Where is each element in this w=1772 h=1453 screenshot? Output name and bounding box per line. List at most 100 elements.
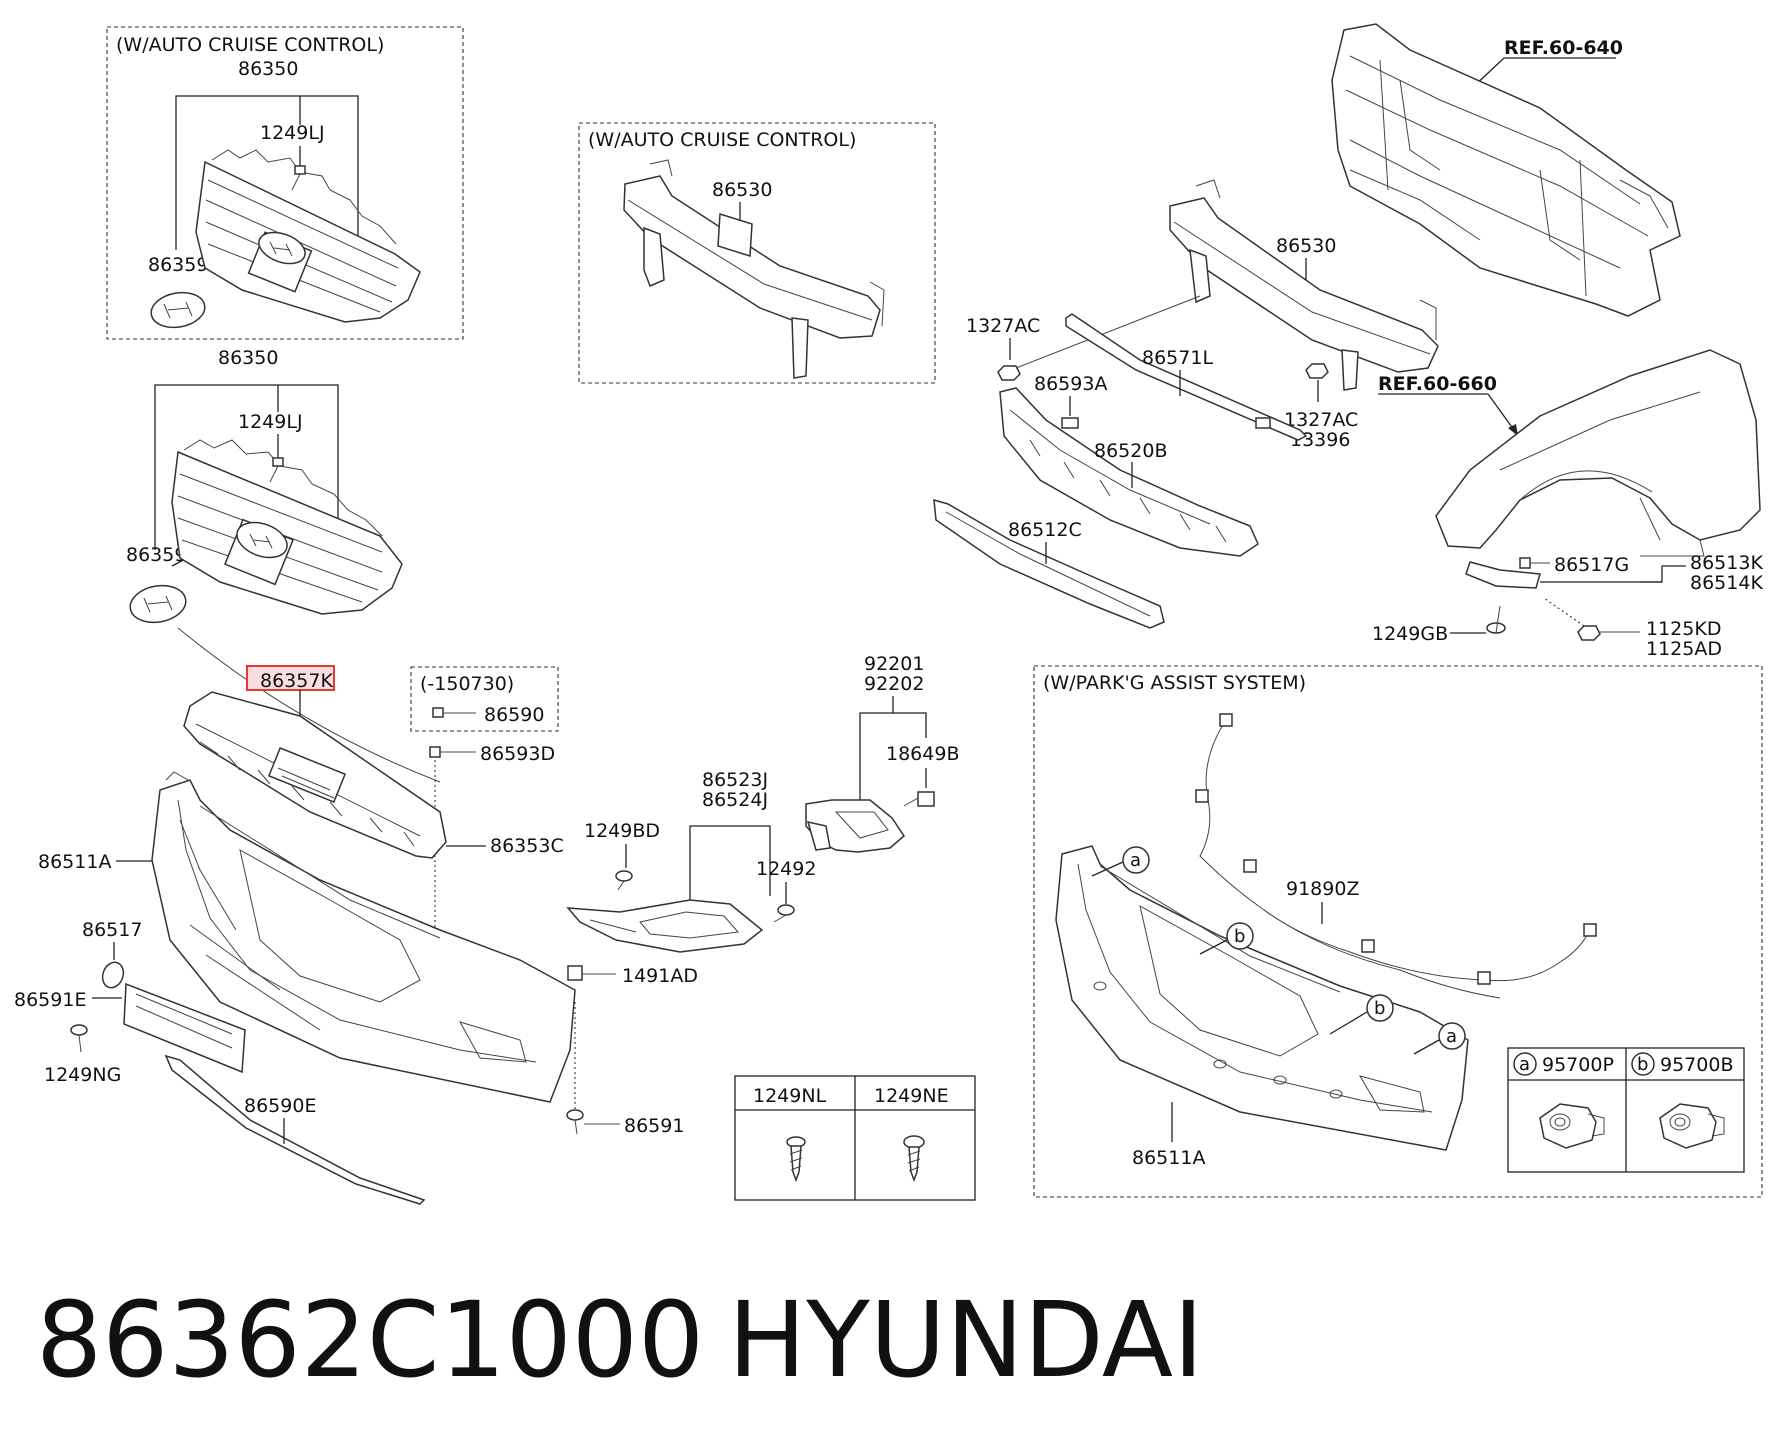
sensor-callout-a-2 xyxy=(1413,1022,1466,1055)
emblem-86359-top xyxy=(150,291,206,329)
beam-variant-box xyxy=(578,122,936,384)
radiator-grille xyxy=(171,439,403,615)
sensor-mark-a-1: a xyxy=(1130,850,1141,871)
callout-1249BD: 1249BD xyxy=(584,820,660,842)
lower-molding-86590E xyxy=(164,1054,426,1205)
callout-86517: 86517 xyxy=(82,919,142,941)
ref-60-660: REF.60-660 xyxy=(1378,373,1497,395)
emblem-86359 xyxy=(129,584,187,624)
callout-86513K: 86513K xyxy=(1690,552,1763,574)
callout-1249NG: 1249NG xyxy=(44,1064,121,1086)
fog-lamp-bezel xyxy=(566,899,764,953)
park-assist-box xyxy=(1033,665,1763,1198)
beam-strip-86571L xyxy=(1065,313,1308,441)
callout-86590: 86590 xyxy=(484,704,544,726)
clip-variant-box xyxy=(410,666,559,732)
screw-table-col-1249NL: 1249NL xyxy=(753,1085,827,1107)
callout-1491AD: 1491AD xyxy=(622,965,698,987)
callout-86530: 86530 xyxy=(1276,235,1336,257)
bolt-1249LJ xyxy=(269,457,284,483)
sensor-mark-b-1: b xyxy=(1234,926,1245,947)
ref-60-640: REF.60-640 xyxy=(1504,37,1623,59)
callout-91890Z: 91890Z xyxy=(1286,878,1359,900)
bolt-1125KD xyxy=(1543,597,1640,641)
callout-86571L: 86571L xyxy=(1142,347,1213,369)
ref-60-660-arrowhead xyxy=(1508,424,1518,436)
callout-1125KD: 1125KD xyxy=(1646,618,1721,640)
nut-1327AC-b xyxy=(1305,363,1329,379)
callout-86591: 86591 xyxy=(624,1115,684,1137)
callout-92201: 92201 xyxy=(864,653,924,675)
grille-variant-box-title: (W/AUTO CRUISE CONTROL) xyxy=(116,34,384,56)
callout-86350: 86350 xyxy=(218,347,278,369)
sensor-callout-b-1 xyxy=(1199,922,1254,955)
clip-86593A xyxy=(1061,417,1079,429)
bulb-18649B xyxy=(903,791,935,807)
callout-86517G: 86517G xyxy=(1554,554,1629,576)
energy-absorber-86520B xyxy=(999,387,1259,557)
callout-86593D: 86593D xyxy=(480,743,555,765)
fog-light-assembly xyxy=(805,799,905,853)
screw-12492 xyxy=(773,904,795,923)
sensor-table-b-circle xyxy=(1631,1052,1655,1076)
park-assist-box-title: (W/PARK'G ASSIST SYSTEM) xyxy=(1043,672,1306,694)
bolt-1249LJ-top xyxy=(291,165,306,191)
callout-86591E: 86591E xyxy=(14,989,86,1011)
sensor-callout-b-2 xyxy=(1329,994,1394,1035)
screw-table-col-1249NE: 1249NE xyxy=(874,1085,949,1107)
callout-1327AC-a: 1327AC xyxy=(966,315,1040,337)
callout-1125AD: 1125AD xyxy=(1646,638,1722,660)
grille-lower-86512C xyxy=(933,498,1165,629)
clip-1491AD xyxy=(567,965,616,981)
screw-1249NL-icon xyxy=(786,1136,806,1183)
nut-1327AC-a xyxy=(997,295,1201,381)
callout-12492: 12492 xyxy=(756,858,816,880)
callout-1249LJ: 1249LJ xyxy=(238,411,303,433)
callout-86520B: 86520B xyxy=(1094,440,1167,462)
bumper-beam xyxy=(1169,179,1439,391)
front-fender xyxy=(1435,349,1761,557)
callout-86353C: 86353C xyxy=(490,835,564,857)
bracket-86513K xyxy=(1465,561,1541,589)
parking-sensor-b-icon xyxy=(1659,1103,1725,1149)
clip-86590 xyxy=(432,707,476,718)
callout-86511A-parking: 86511A xyxy=(1132,1147,1205,1169)
callout-86523J: 86523J xyxy=(702,769,768,791)
screw-1249NG xyxy=(70,1024,88,1053)
highlight-box-86357K xyxy=(246,665,335,691)
sensor-callout-a-1 xyxy=(1091,846,1150,877)
clip-variant-box-title: (-150730) xyxy=(420,673,514,695)
radiator-grille-cruise xyxy=(195,149,421,323)
screw-86591 xyxy=(566,1109,620,1135)
parking-sensor-a-icon xyxy=(1539,1103,1605,1149)
callout-1249GB: 1249GB xyxy=(1372,623,1448,645)
ref-60-660-arrow xyxy=(1487,393,1515,431)
screw-1249NE-icon xyxy=(903,1135,925,1183)
leader-86513K xyxy=(1640,565,1686,583)
sensor-table-a-part: 95700P xyxy=(1542,1054,1614,1076)
callout-86512C: 86512C xyxy=(1008,519,1082,541)
callout-18649B: 18649B xyxy=(886,743,959,765)
sensor-table-b-mark: b xyxy=(1637,1054,1648,1075)
sensor-table-a-circle xyxy=(1513,1052,1537,1076)
sensor-table-a-mark: a xyxy=(1519,1054,1530,1075)
leader-fog-lamp xyxy=(689,825,771,904)
sensor-wiring-91890Z xyxy=(1195,713,1597,999)
grille-variant-box xyxy=(106,26,464,340)
tow-hook-cap-86517 xyxy=(101,961,125,989)
callout-86524J: 86524J xyxy=(702,789,768,811)
front-end-module-carrier xyxy=(1331,23,1681,317)
clip-86593D xyxy=(429,746,476,758)
callout-86511A: 86511A xyxy=(38,851,111,873)
sensor-table-b-part: 95700B xyxy=(1660,1054,1733,1076)
callout-86359: 86359 xyxy=(126,544,186,566)
callout-86514K: 86514K xyxy=(1690,572,1763,594)
brand-name-title: HYUNDAI xyxy=(728,1279,1204,1401)
front-bumper-cover-86511A xyxy=(151,771,576,1103)
license-bracket-86591E xyxy=(123,982,246,1074)
front-bumper-cover-parking xyxy=(1055,845,1469,1151)
beam-variant-box-title: (W/AUTO CRUISE CONTROL) xyxy=(588,129,856,151)
callout-86357K: 86357K xyxy=(260,670,333,692)
